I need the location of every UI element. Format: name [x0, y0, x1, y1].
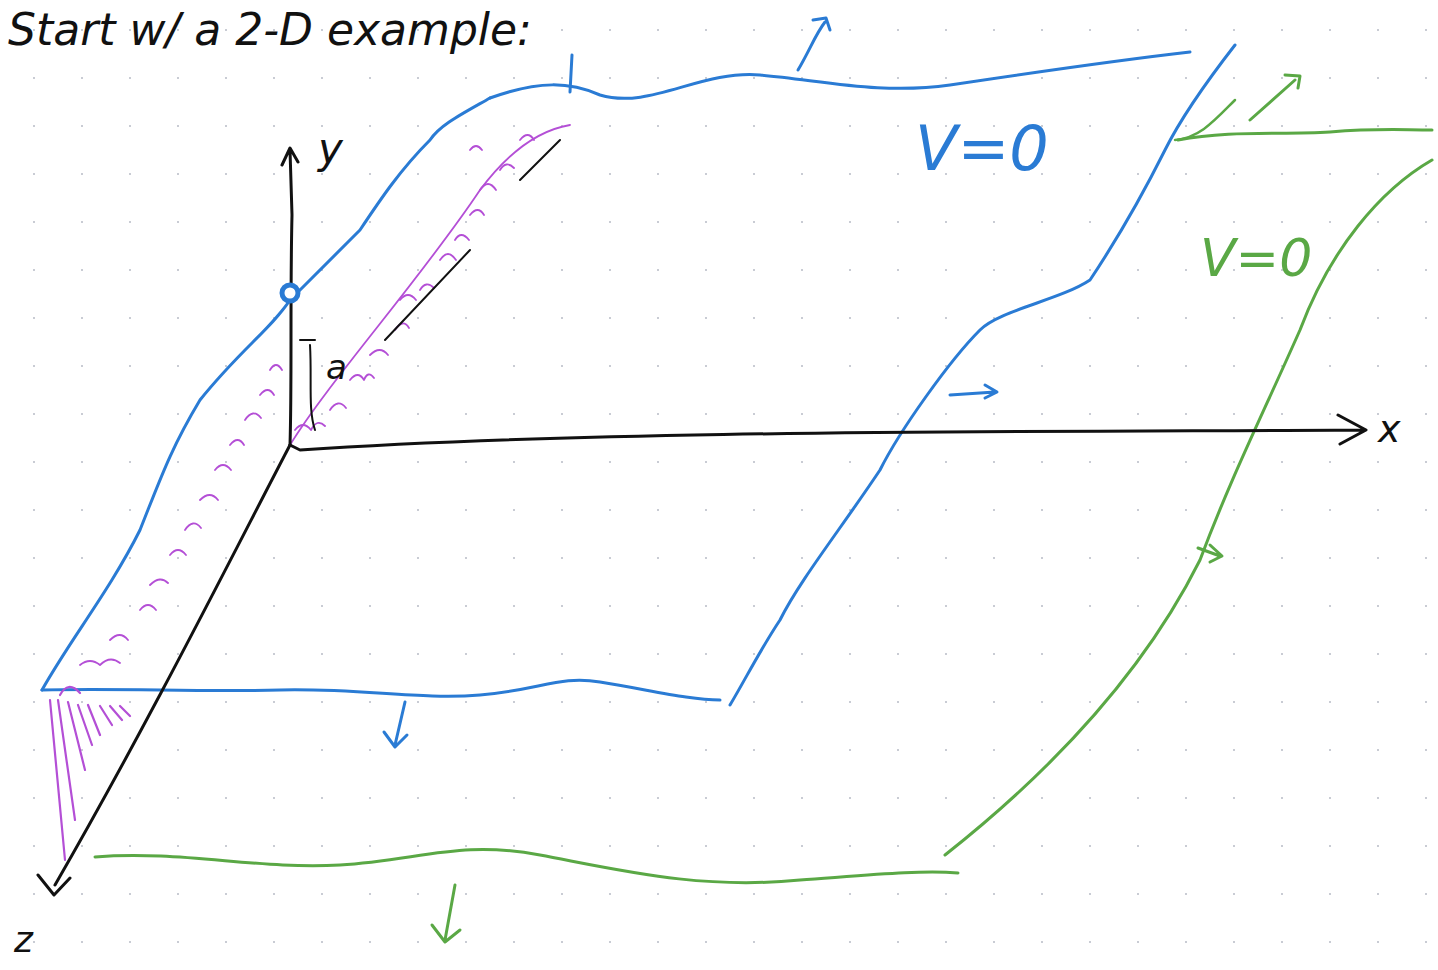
blue-dot [282, 285, 298, 301]
lower-plane [95, 75, 1432, 942]
charge-strip [50, 125, 570, 860]
dimension-label: a [326, 350, 347, 384]
axis-label: z [14, 922, 33, 958]
axis-label: y [318, 128, 343, 170]
axes [38, 140, 1366, 895]
sketch-heading: Start w/ a 2-D example: [8, 8, 532, 52]
upper-plane [42, 18, 1235, 747]
axis-label: x [1378, 410, 1401, 448]
potential-label: V=0 [1200, 232, 1312, 284]
potential-label: V=0 [915, 118, 1049, 180]
